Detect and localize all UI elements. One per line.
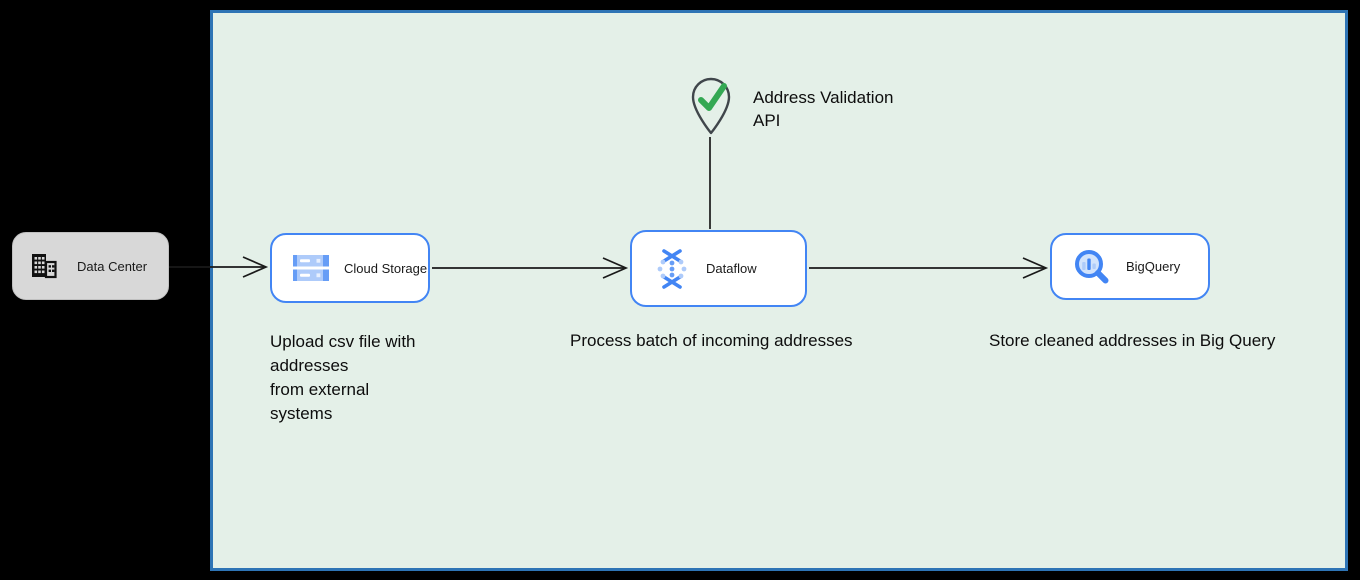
node-dataflow[interactable]: Dataflow [630,230,807,307]
node-label: Data Center [77,258,148,274]
api-marker-label: Address Validation API [753,88,894,130]
map-pin-check-icon [687,74,735,138]
dataflow-icon [652,248,692,290]
annotation-store: Store cleaned addresses in Big Query [989,331,1276,350]
node-label: BigQuery [1126,259,1181,274]
node-label: Cloud Storage [344,260,428,276]
annotation-process: Process batch of incoming addresses [570,331,853,350]
annotation-upload: Upload csv file with addresses from exte… [270,332,416,423]
node-label: Dataflow [706,261,757,276]
node-cloud-storage[interactable]: Cloud Storage [270,233,430,303]
bigquery-icon [1072,247,1112,287]
cloud-storage-icon [292,252,330,284]
building-icon [29,251,59,281]
node-data-center[interactable]: Data Center [12,232,169,300]
node-bigquery[interactable]: BigQuery [1050,233,1210,300]
api-marker[interactable]: Address Validation API [687,74,894,138]
